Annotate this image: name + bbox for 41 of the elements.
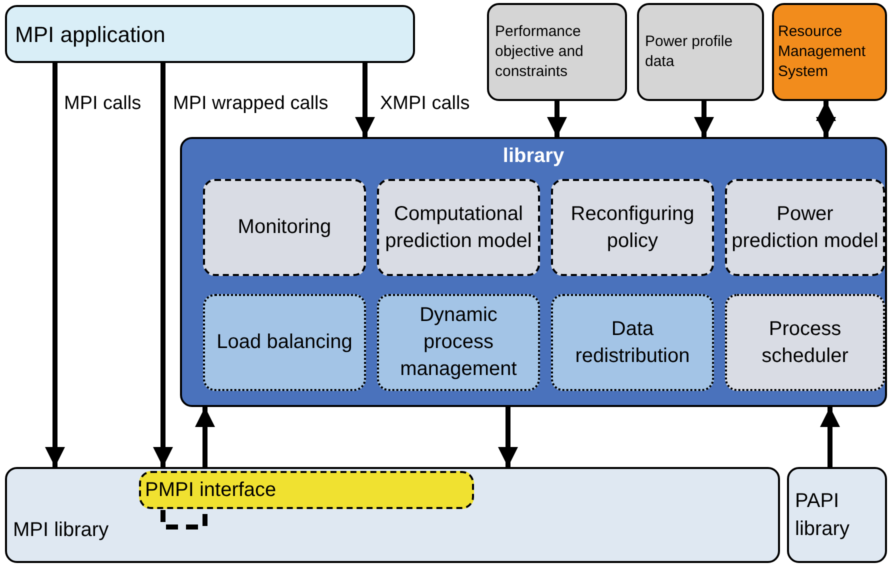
- panel-title: library: [502, 144, 566, 169]
- arrow: [355, 63, 375, 137]
- arrow: [45, 63, 65, 467]
- library-box: [787, 467, 887, 563]
- node-label: Load balancing: [216, 330, 352, 355]
- node-label: Resource Management System: [778, 22, 867, 82]
- module-box: [725, 294, 885, 391]
- module-box: [377, 294, 540, 391]
- application-box: [5, 5, 415, 63]
- module-box: [725, 179, 885, 276]
- interface-box: [139, 471, 474, 509]
- arrow: [820, 407, 840, 467]
- library-panel: [180, 137, 887, 407]
- node-label: Power profile data: [645, 32, 734, 72]
- system-box: [772, 3, 887, 101]
- input-box: [487, 3, 627, 101]
- node-label: Performance objective and constraints: [495, 22, 584, 82]
- arrow: [498, 407, 518, 467]
- arrow: [694, 101, 714, 137]
- node-label: Data redistribution: [574, 316, 691, 368]
- module-box: [551, 294, 714, 391]
- arrow: [153, 63, 173, 467]
- node-label: Computational prediction model: [384, 202, 533, 254]
- module-box: [377, 179, 540, 276]
- arrow: [547, 101, 567, 137]
- node-label: PAPI library: [795, 489, 850, 542]
- node-label: Reconfiguring policy: [570, 202, 696, 254]
- node-label: Monitoring: [238, 215, 332, 240]
- node-label: MPI application: [15, 20, 166, 49]
- node-label: MPI library: [13, 518, 109, 543]
- module-box: [551, 179, 714, 276]
- input-box: [637, 3, 764, 101]
- node-label: Power prediction model: [731, 202, 879, 254]
- node-label: PMPI interface: [145, 478, 276, 503]
- library-box: [5, 467, 780, 563]
- node-label: Dynamic process management: [399, 303, 518, 382]
- node-label: Process scheduler: [760, 316, 850, 368]
- arrow: [816, 101, 836, 137]
- module-box: [203, 294, 366, 391]
- module-box: [203, 179, 366, 276]
- arrow: [195, 407, 215, 467]
